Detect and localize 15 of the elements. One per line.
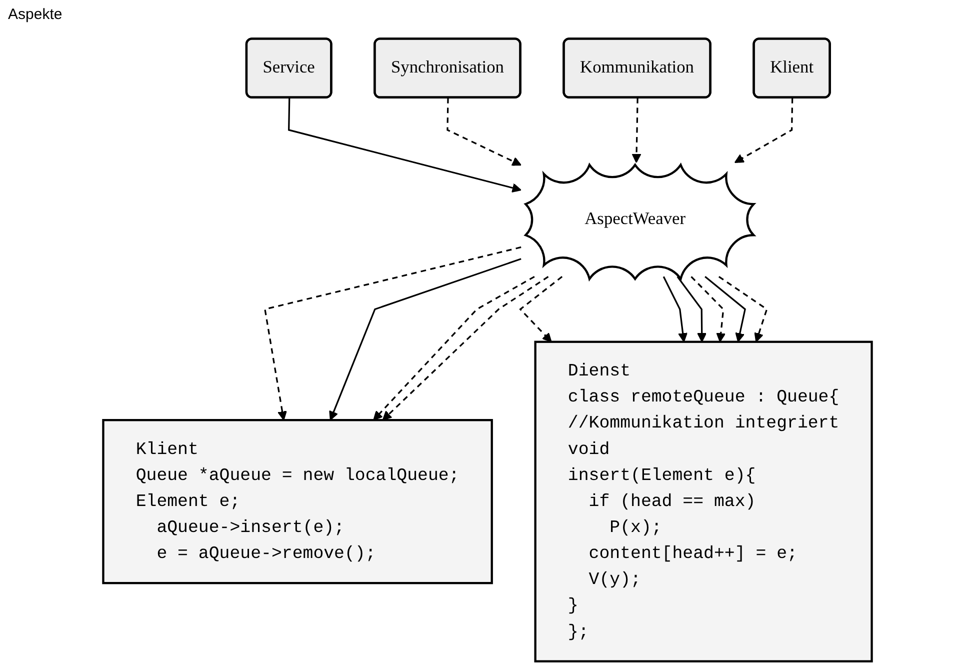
node-box: Klient Queue *aQueue = new localQueue; Element e; aQueue->insert(e); e = aQueue->remove(); bbox=[102, 419, 493, 584]
arrow bbox=[662, 276, 688, 342]
arrow bbox=[446, 98, 522, 166]
arrow bbox=[329, 258, 522, 421]
arrow bbox=[734, 98, 794, 163]
arrow bbox=[288, 98, 522, 193]
arrow bbox=[632, 98, 642, 163]
diagram-title: Aspekte bbox=[8, 6, 62, 23]
arrow bbox=[519, 276, 563, 342]
arrow bbox=[264, 246, 522, 421]
arrow bbox=[676, 276, 707, 342]
arrow bbox=[718, 276, 768, 342]
arrow bbox=[690, 276, 726, 342]
arrow bbox=[704, 276, 746, 342]
node-box: Dienst class remoteQueue : Queue{ //Kommunikation integriert void insert(Element e){ if (head == max) P(x); content[head++] = e; V(y); } }; bbox=[534, 340, 873, 662]
